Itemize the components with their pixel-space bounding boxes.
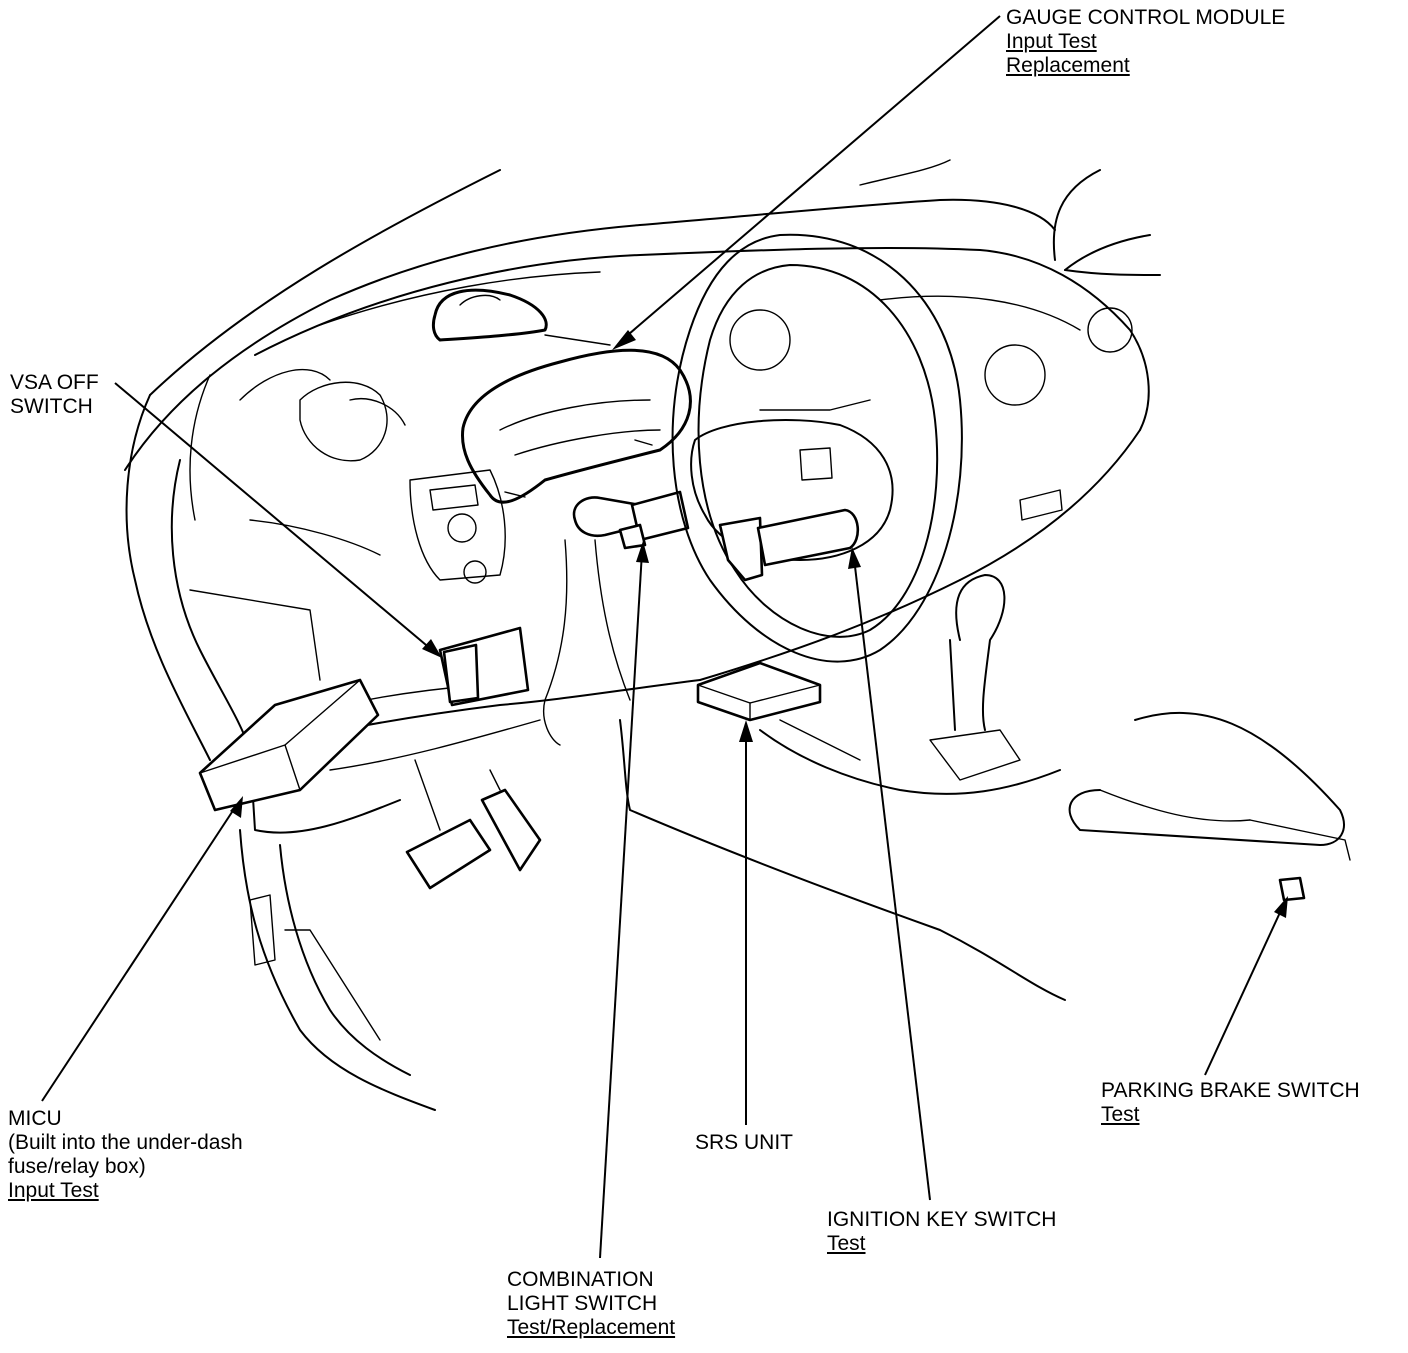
micu-input-test-link[interactable]: Input Test xyxy=(8,1179,99,1202)
parking-brake-switch-title: PARKING BRAKE SWITCH xyxy=(1101,1079,1360,1102)
gauge-control-module-title: GAUGE CONTROL MODULE xyxy=(1006,6,1286,29)
combination-light-switch-label: COMBINATION LIGHT SWITCH Test/Replacemen… xyxy=(507,1268,675,1340)
gauge-control-module-replacement-link[interactable]: Replacement xyxy=(1006,54,1130,77)
ignition-key-switch-title: IGNITION KEY SWITCH xyxy=(827,1208,1057,1231)
vsa-off-switch-title-line-2: SWITCH xyxy=(10,395,93,418)
parking-brake-switch-test-link[interactable]: Test xyxy=(1101,1103,1140,1126)
micu-title-line-2: (Built into the under-dash xyxy=(8,1131,243,1154)
micu-title-line-3: fuse/relay box) xyxy=(8,1155,146,1178)
gauge-control-module-input-test-link[interactable]: Input Test xyxy=(1006,30,1097,53)
parking-brake-switch-label: PARKING BRAKE SWITCH Test xyxy=(1101,1079,1360,1127)
combination-light-switch-title-line-2: LIGHT SWITCH xyxy=(507,1292,658,1315)
micu-title-line-1: MICU xyxy=(8,1107,62,1130)
combination-light-switch-test-replacement-link[interactable]: Test/Replacement xyxy=(507,1316,676,1339)
srs-unit-title: SRS UNIT xyxy=(695,1131,794,1154)
vsa-off-switch-title-line-1: VSA OFF xyxy=(10,371,99,394)
ignition-key-switch-label: IGNITION KEY SWITCH Test xyxy=(827,1208,1056,1256)
ignition-key-switch-test-link[interactable]: Test xyxy=(827,1232,866,1255)
gauge-control-module-label: GAUGE CONTROL MODULE Input Test Replacem… xyxy=(1006,6,1285,78)
combination-light-switch-title-line-1: COMBINATION xyxy=(507,1268,654,1291)
micu-label: MICU (Built into the under-dash fuse/rel… xyxy=(8,1107,243,1203)
srs-unit-label: SRS UNIT xyxy=(695,1131,793,1155)
vsa-off-switch-label: VSA OFF SWITCH xyxy=(10,371,99,419)
